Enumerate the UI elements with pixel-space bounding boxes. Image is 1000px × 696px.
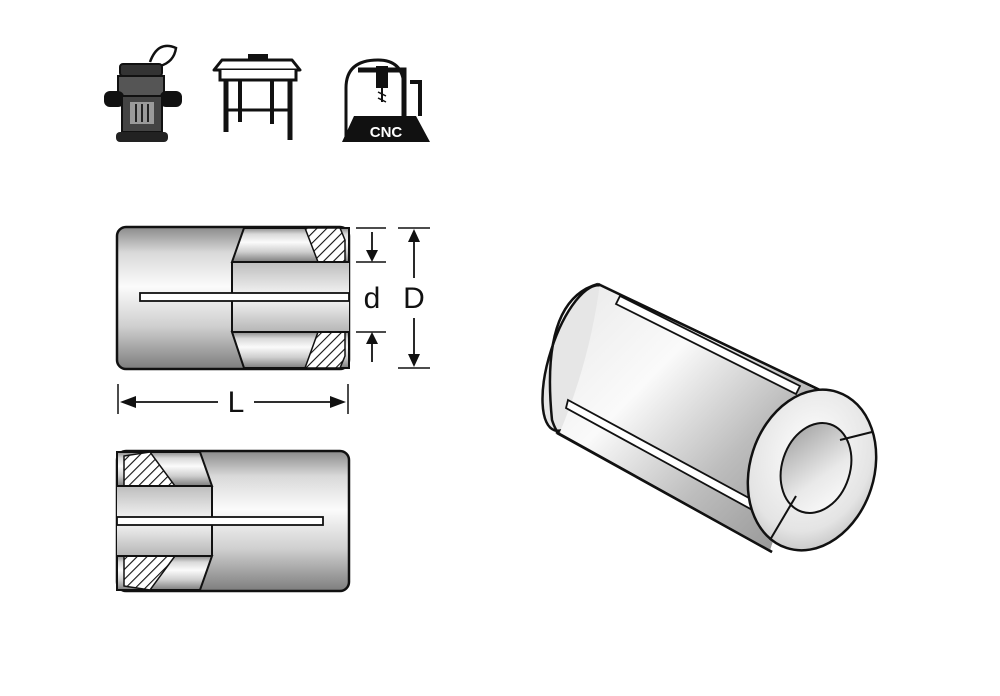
router-table-icon xyxy=(212,54,302,140)
sleeve-section-bottom xyxy=(115,449,351,593)
outer-diameter-label: D xyxy=(403,282,425,315)
sleeve-section-top xyxy=(115,225,351,371)
outer-diameter-dimension: D xyxy=(398,227,430,369)
inner-diameter-label: d xyxy=(364,282,381,315)
length-label: L xyxy=(228,386,245,419)
inner-diameter-dimension: d xyxy=(356,227,386,362)
length-dimension: L xyxy=(117,384,349,419)
sleeve-3d-view xyxy=(541,282,878,554)
router-icon xyxy=(104,44,182,142)
cnc-label: CNC xyxy=(370,124,403,141)
cnc-machine-icon: CNC xyxy=(342,58,430,142)
